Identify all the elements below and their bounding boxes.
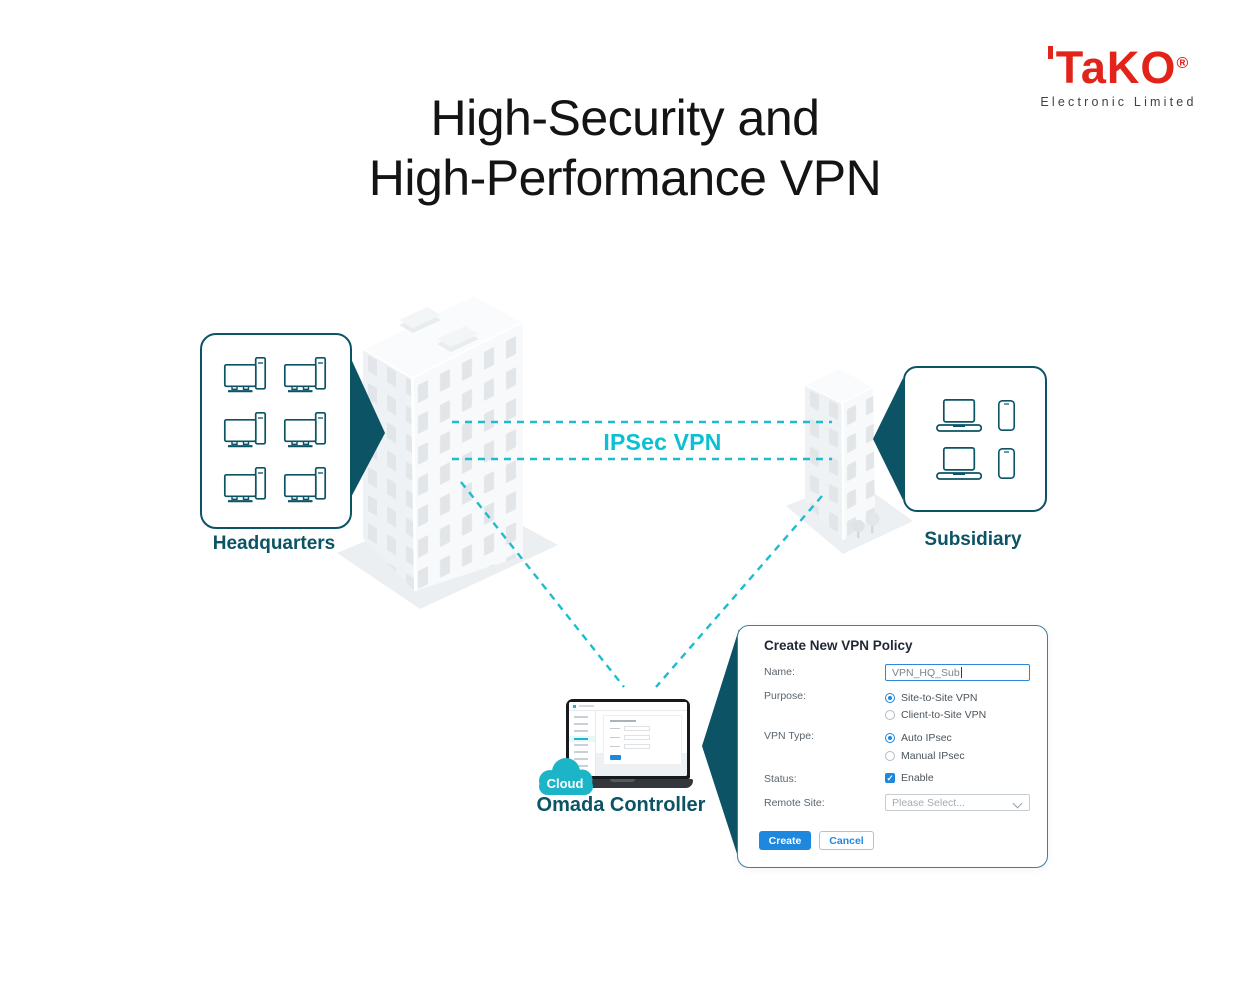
- page-title: High-Security and High-Performance VPN: [225, 88, 1025, 208]
- create-vpn-policy-dialog: Create New VPN Policy Name: VPN_HQ_Sub P…: [737, 625, 1048, 868]
- mini-sidebar: [569, 711, 596, 776]
- name-input-value: VPN_HQ_Sub: [892, 666, 960, 679]
- radio-manual-ipsec[interactable]: Manual IPsec: [885, 748, 965, 764]
- brand-logo: TaKO® Electronic Limited: [1026, 44, 1211, 110]
- subsidiary-connector-arrow: [873, 378, 903, 500]
- radio-client-to-site[interactable]: Client-to-Site VPN: [885, 707, 986, 723]
- chevron-down-icon: [1012, 798, 1023, 808]
- headquarters-building: [337, 293, 558, 609]
- text-caret: [960, 667, 962, 678]
- cloud-badge: Cloud: [534, 752, 602, 800]
- brand-subtitle: Electronic Limited: [1040, 95, 1197, 109]
- status-field-label: Status:: [764, 773, 797, 785]
- subsidiary-device-row: [905, 446, 1045, 480]
- controller-laptop: [566, 699, 690, 779]
- subsidiary-building: [786, 367, 913, 554]
- select-placeholder: Please Select...: [892, 796, 965, 809]
- desktop-pc-icon: [223, 411, 267, 448]
- radio-button-selected[interactable]: [885, 693, 895, 703]
- ipsec-vpn-label: IPSec VPN: [603, 429, 722, 455]
- mini-logo-dot: [573, 704, 576, 708]
- controller-screen: [569, 702, 687, 776]
- radio-label: Auto IPsec: [901, 732, 952, 744]
- dialog-title: Create New VPN Policy: [764, 638, 913, 653]
- headquarters-label: Headquarters: [212, 533, 336, 554]
- laptop-base: [552, 779, 693, 788]
- desktop-pc-icon: [283, 411, 327, 448]
- checkbox-checked[interactable]: ✓: [885, 773, 895, 783]
- desktop-pc-icon: [283, 356, 327, 393]
- radio-label: Site-to-Site VPN: [901, 692, 978, 704]
- create-button[interactable]: Create: [759, 831, 811, 850]
- radio-button-selected[interactable]: [885, 733, 895, 743]
- name-input[interactable]: VPN_HQ_Sub: [885, 664, 1030, 681]
- laptop-icon: [935, 398, 982, 432]
- trees: [852, 512, 880, 538]
- checkbox-label: Enable: [901, 772, 934, 784]
- mini-create-button: [610, 755, 621, 760]
- subsidiary-device-row: [905, 398, 1045, 432]
- radio-button[interactable]: [885, 751, 895, 761]
- brand-wordmark: TaKO®: [1026, 44, 1211, 92]
- phone-icon: [997, 447, 1015, 479]
- brand-notch: [1047, 46, 1053, 59]
- desktop-pc-icon: [223, 356, 267, 393]
- mini-main-panel: [596, 711, 687, 776]
- remote-site-select[interactable]: Please Select...: [885, 794, 1030, 811]
- hq-connector-arrow: [348, 352, 385, 503]
- headquarters-box: [200, 333, 352, 529]
- cancel-button[interactable]: Cancel: [819, 831, 874, 850]
- dialog-connector-arrow: [702, 629, 739, 860]
- radio-button[interactable]: [885, 710, 895, 720]
- registered-mark: ®: [1176, 55, 1190, 72]
- radio-label: Client-to-Site VPN: [901, 709, 987, 721]
- title-line-2: High-Performance VPN: [368, 150, 882, 206]
- laptop-icon: [935, 446, 982, 480]
- remote-site-field-label: Remote Site:: [764, 797, 825, 809]
- cloud-badge-label: Cloud: [546, 776, 584, 791]
- radio-auto-ipsec[interactable]: Auto IPsec: [885, 730, 952, 746]
- radio-label: Manual IPsec: [901, 750, 965, 762]
- title-line-1: High-Security and: [430, 90, 820, 146]
- omada-controller-label: Omada Controller: [536, 794, 706, 816]
- cloud-icon: [539, 758, 593, 795]
- subsidiary-label: Subsidiary: [924, 529, 1022, 550]
- name-field-label: Name:: [764, 666, 795, 678]
- desktop-pc-icon: [223, 466, 267, 503]
- phone-icon: [997, 399, 1015, 431]
- desktop-pc-icon: [283, 466, 327, 503]
- radio-site-to-site[interactable]: Site-to-Site VPN: [885, 690, 977, 706]
- purpose-field-label: Purpose:: [764, 690, 807, 702]
- subsidiary-box: [903, 366, 1047, 512]
- status-enable-row[interactable]: ✓ Enable: [885, 770, 934, 786]
- vpn-type-field-label: VPN Type:: [764, 730, 814, 742]
